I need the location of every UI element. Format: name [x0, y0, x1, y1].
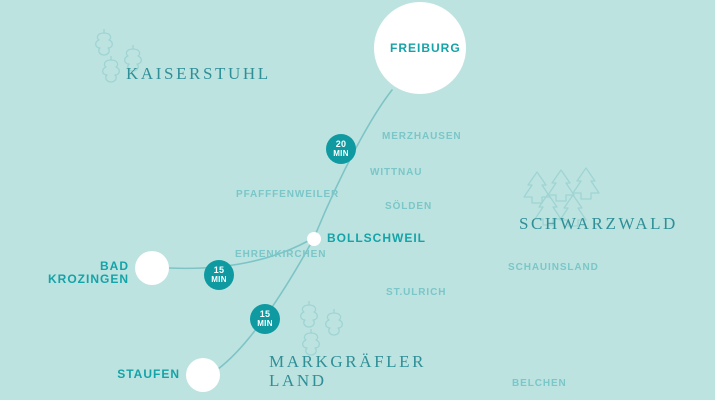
time-badge-value: 15: [213, 265, 225, 275]
region-label-schwarzwald: SCHWARZWALD: [519, 214, 678, 233]
grapes-icon-markgraefler: [300, 301, 343, 356]
hub-label-bollschweil: BOLLSCHWEIL: [327, 231, 426, 245]
time-badge-krozingen-bollschweil[interactable]: 15 MIN: [204, 260, 234, 290]
place-label-ehrenkirchen: EHRENKIRCHEN: [235, 249, 327, 260]
time-badge-freiburg-bollschweil[interactable]: 20 MIN: [326, 134, 356, 164]
time-badge-unit: MIN: [333, 149, 349, 158]
place-label-schauinsland: SCHAUINSLAND: [508, 262, 599, 273]
region-label-markgraefler-line2: LAND: [269, 371, 327, 390]
hub-marker-staufen[interactable]: [186, 358, 220, 392]
region-label-markgraefler-line1: MARKGRÄFLER: [269, 352, 427, 371]
place-label-wittnau: WITTNAU: [370, 167, 423, 178]
hub-marker-bad-krozingen[interactable]: [135, 251, 169, 285]
time-badge-staufen-bollschweil[interactable]: 15 MIN: [250, 304, 280, 334]
time-badge-unit: MIN: [211, 275, 227, 284]
hub-label-bad-krozingen-line2: KROZINGEN: [48, 272, 129, 286]
region-label-markgraefler-land: MARKGRÄFLER LAND: [269, 352, 426, 390]
place-label-merzhausen: MERZHAUSEN: [382, 131, 462, 142]
hub-label-bad-krozingen-line1: BAD: [100, 259, 129, 273]
hub-marker-bollschweil[interactable]: [307, 232, 321, 246]
hub-marker-freiburg[interactable]: [374, 2, 466, 94]
hub-label-freiburg: FREIBURG: [390, 41, 461, 55]
place-label-soelden: SÖLDEN: [385, 201, 433, 212]
hub-label-staufen: STAUFEN: [117, 367, 180, 381]
region-label-kaiserstuhl: KAISERSTUHL: [126, 64, 271, 83]
place-label-pfafffenweiler: PFAFFFENWEILER: [236, 189, 340, 200]
trees-icon-schwarzwald: [523, 167, 600, 227]
place-label-belchen: BELCHEN: [512, 378, 567, 389]
grapes-icon-kaiserstuhl: [95, 29, 142, 83]
route-freiburg-bollschweil: [315, 89, 393, 234]
time-badge-value: 15: [259, 309, 271, 319]
time-badge-value: 20: [335, 139, 347, 149]
time-badge-unit: MIN: [257, 319, 273, 328]
route-bad-krozingen-bollschweil: [168, 240, 309, 270]
hub-label-bad-krozingen: BAD KROZINGEN: [33, 260, 129, 286]
place-label-st-ulrich: ST.ULRICH: [386, 287, 447, 298]
